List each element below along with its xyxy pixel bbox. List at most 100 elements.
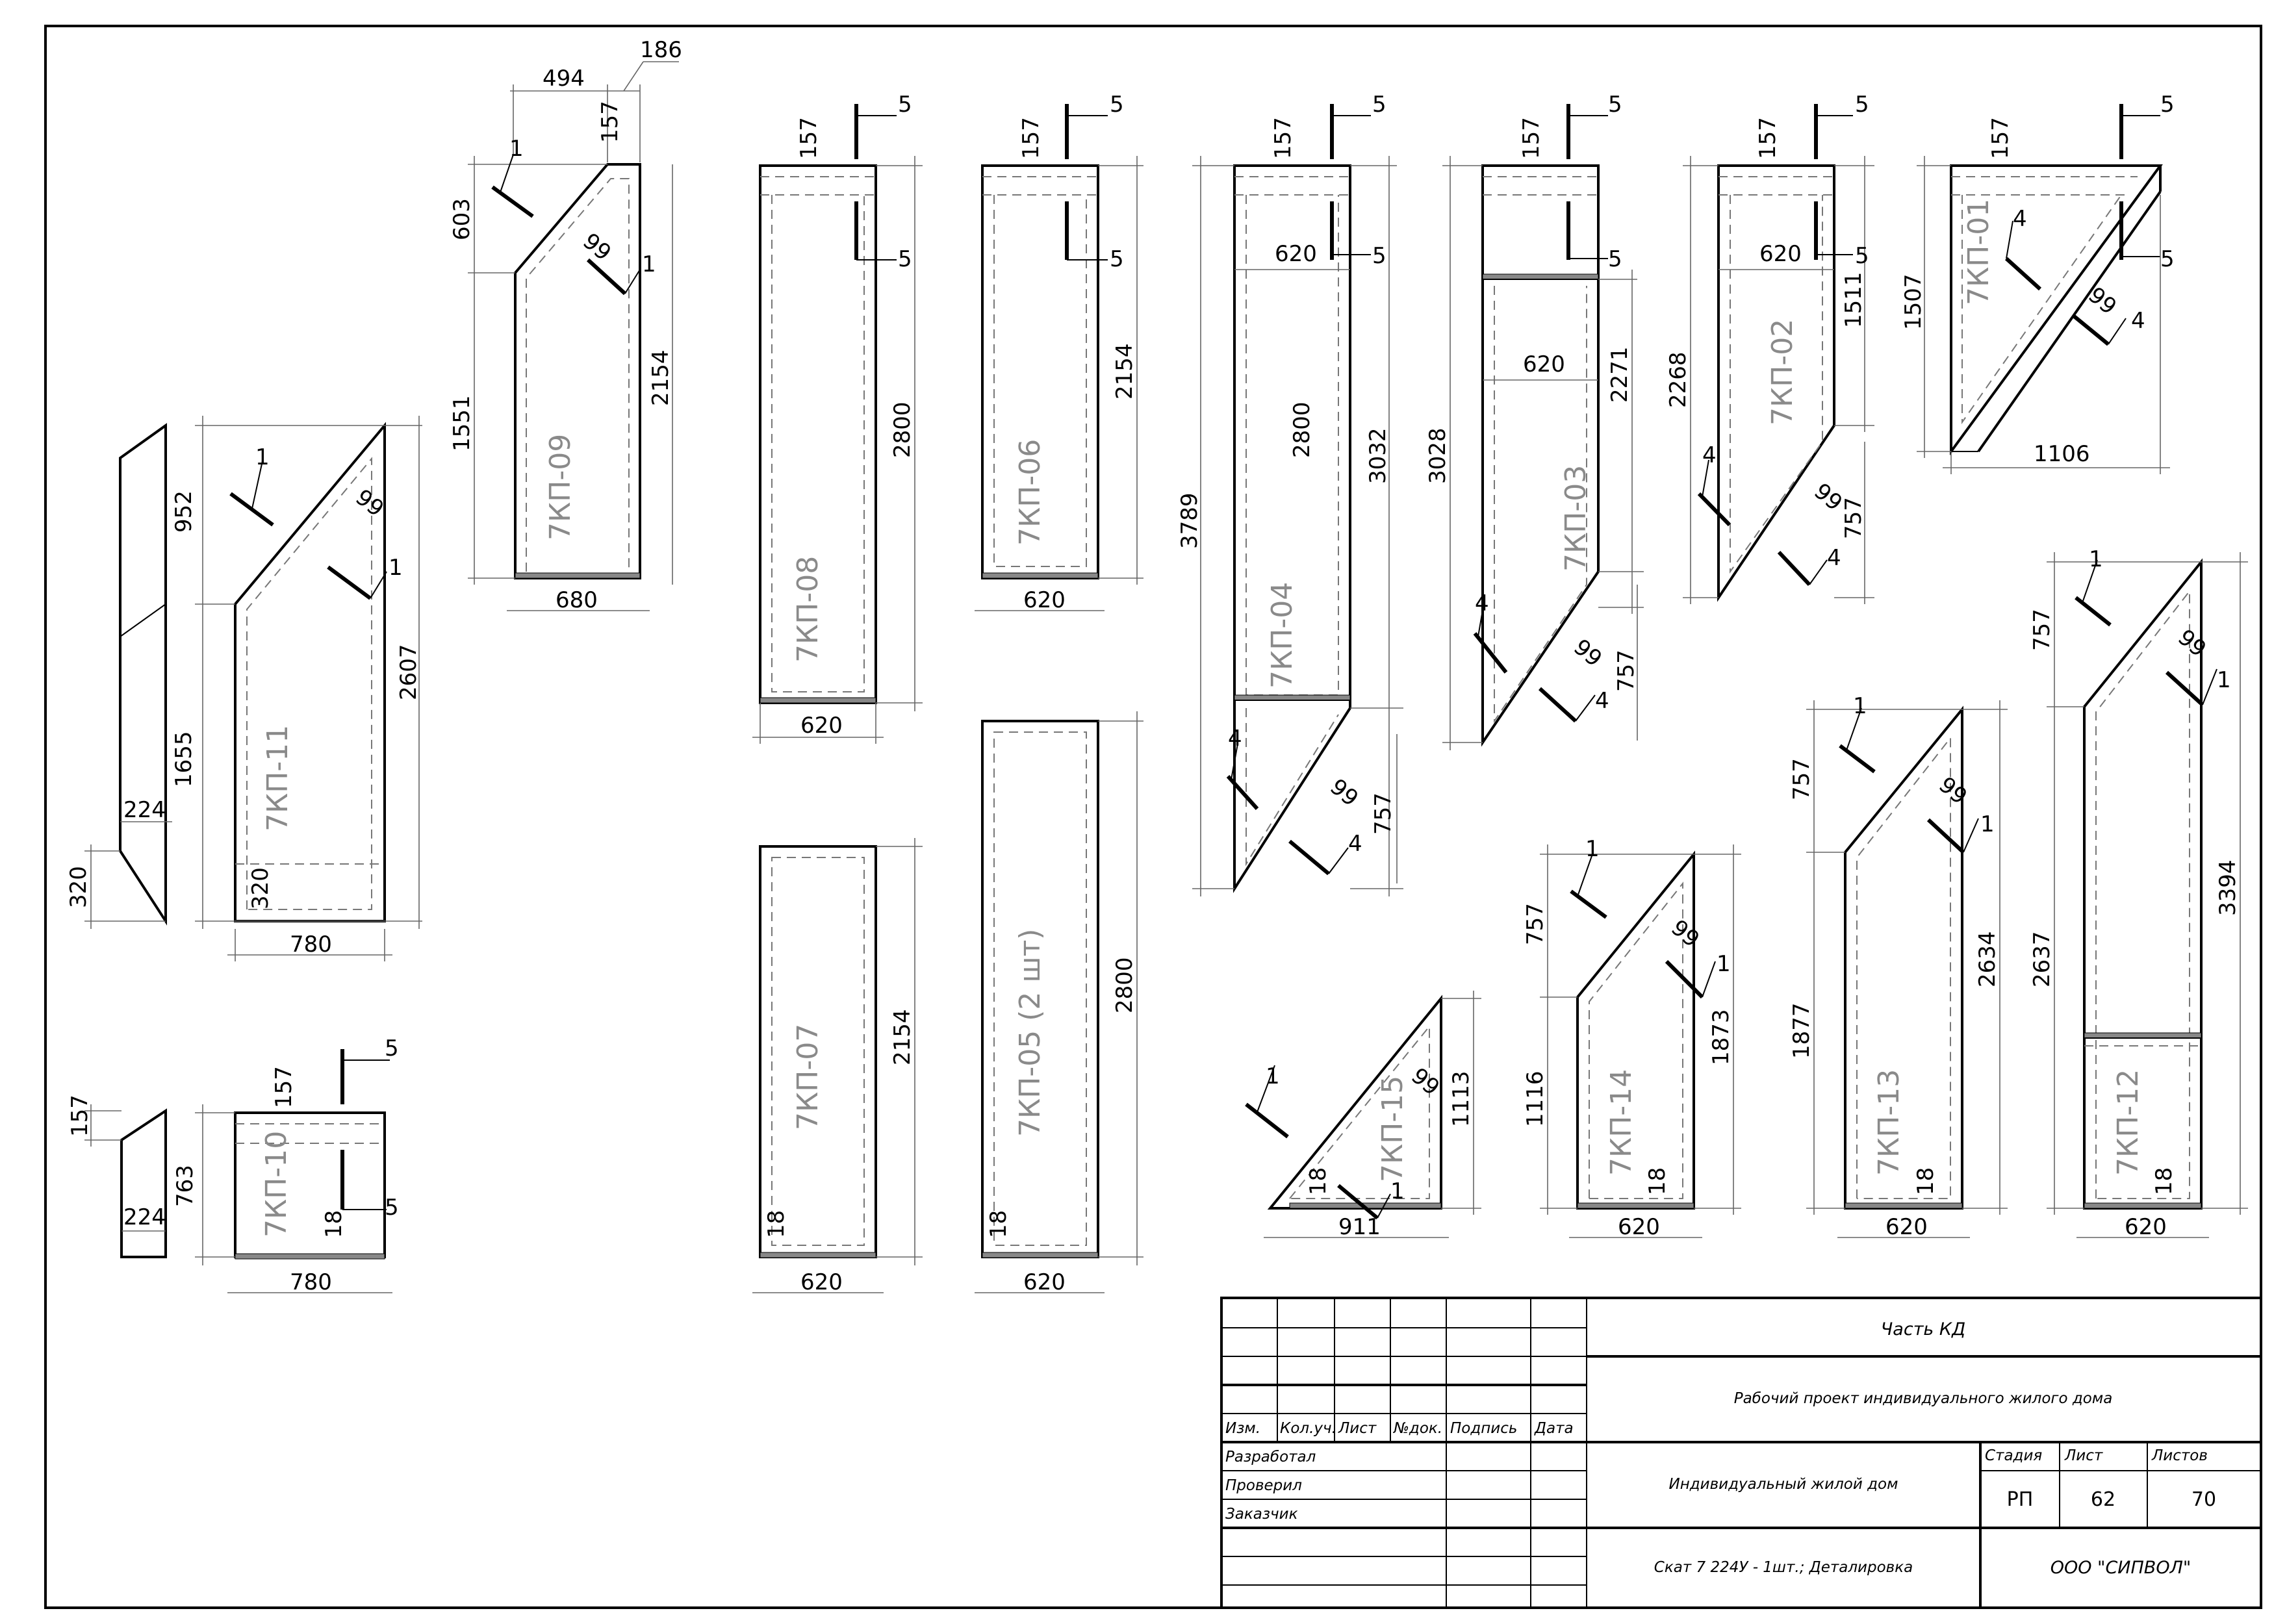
mark-5: 5 xyxy=(1855,92,1869,118)
mark-5: 5 xyxy=(385,1035,399,1061)
dim-603: 603 xyxy=(449,198,475,240)
mark-4: 4 xyxy=(1827,545,1841,571)
mark-5: 5 xyxy=(1372,92,1386,118)
dim-757: 757 xyxy=(1841,497,1867,539)
dim-1507: 1507 xyxy=(1900,273,1926,330)
mark-4: 4 xyxy=(1228,726,1242,752)
panel-7kp-15: 7КП-15 99 18 1113 911 1 1 xyxy=(1245,991,1481,1240)
title-block: Изм. Кол.уч. Лист №док. Подпись Дата Раз… xyxy=(1220,1297,2262,1609)
dim-157: 157 xyxy=(1518,117,1544,159)
dim-620: 620 xyxy=(2125,1214,2167,1240)
dim-224: 224 xyxy=(123,797,166,823)
col-kol-uch: Кол.уч. xyxy=(1280,1420,1336,1437)
role-customer: Заказчик xyxy=(1225,1506,1298,1523)
panel-7kp-05: 7КП-05 (2 шт) 2800 18 620 xyxy=(975,711,1143,1295)
dim-320: 320 xyxy=(248,867,274,909)
sheet-frame xyxy=(44,25,2262,1609)
mark-1: 1 xyxy=(255,444,270,470)
dim-620: 620 xyxy=(800,1269,843,1295)
panel-7kp-14: 7КП-14 99 18 757 1116 1873 620 1 1 xyxy=(1522,836,1741,1240)
mark-1: 1 xyxy=(2089,546,2103,572)
sheet-label: Лист xyxy=(2064,1447,2103,1464)
label-7kp-08: 7КП-08 xyxy=(791,556,824,663)
dim-2268: 2268 xyxy=(1665,351,1691,408)
dim-1511: 1511 xyxy=(1841,272,1867,328)
sheet-value: 62 xyxy=(2091,1488,2115,1511)
dim-157: 157 xyxy=(271,1066,297,1108)
dim-494: 494 xyxy=(543,66,585,92)
label-7kp-05: 7КП-05 (2 шт) xyxy=(1014,929,1047,1137)
dim-99: 99 xyxy=(578,228,616,266)
mark-1: 1 xyxy=(1853,693,1867,719)
dim-620: 620 xyxy=(1023,587,1066,613)
mark-4: 4 xyxy=(1475,590,1489,616)
panel-7kp-12: 7КП-12 99 18 757 2637 3394 620 1 1 xyxy=(2029,546,2248,1240)
dim-18: 18 xyxy=(763,1210,789,1238)
panel-7kp-11: 7КП-11 99 952 1655 2607 320 780 1 1 xyxy=(171,416,422,961)
dim-2154: 2154 xyxy=(889,1009,915,1065)
dim-99: 99 xyxy=(1568,634,1607,672)
dim-620: 620 xyxy=(1618,1214,1660,1240)
dim-157: 157 xyxy=(1755,117,1781,159)
dim-99: 99 xyxy=(1934,772,1972,809)
mark-4: 4 xyxy=(1595,688,1609,714)
mark-1: 1 xyxy=(2217,667,2231,693)
panel-7kp-07: 7КП-07 2154 18 620 xyxy=(752,838,923,1295)
dim-780: 780 xyxy=(290,932,332,958)
col-list: Лист xyxy=(1338,1420,1377,1437)
dim-18: 18 xyxy=(321,1210,347,1238)
dim-157: 157 xyxy=(1270,117,1296,159)
panel-7kp-08: 7КП-08 157 2800 620 5 5 xyxy=(752,92,923,744)
dim-2607: 2607 xyxy=(396,644,422,700)
dim-157: 157 xyxy=(1987,117,2013,159)
dim-757: 757 xyxy=(1613,650,1639,692)
dim-620: 620 xyxy=(1023,1269,1066,1295)
panel-7kp-04: 7КП-04 157 620 2800 3032 3789 757 99 5 5… xyxy=(1177,92,1403,896)
dim-224: 224 xyxy=(123,1204,166,1230)
dim-757: 757 xyxy=(1370,793,1396,835)
mark-5: 5 xyxy=(385,1195,399,1221)
dim-186: 186 xyxy=(640,37,682,63)
dim-2154: 2154 xyxy=(1112,343,1138,400)
dim-2800: 2800 xyxy=(889,401,915,458)
label-7kp-13: 7КП-13 xyxy=(1872,1069,1906,1176)
dim-99: 99 xyxy=(1406,1063,1444,1100)
mark-5: 5 xyxy=(2160,246,2175,272)
dim-2637: 2637 xyxy=(2029,931,2055,987)
mark-5: 5 xyxy=(1855,243,1869,269)
part-label: Часть КД xyxy=(1881,1319,1965,1339)
dim-99: 99 xyxy=(1666,915,1704,952)
dim-18: 18 xyxy=(986,1210,1012,1238)
dim-157: 157 xyxy=(597,101,623,143)
label-7kp-15: 7КП-15 xyxy=(1376,1076,1409,1182)
dim-3028: 3028 xyxy=(1425,427,1451,484)
mark-1: 1 xyxy=(1390,1178,1405,1204)
panel-7kp-10: 7КП-10 157 18 763 780 5 5 xyxy=(172,1035,399,1295)
panel-7kp-13: 7КП-13 99 18 757 1877 2634 620 1 1 xyxy=(1789,693,2008,1240)
col-data: Дата xyxy=(1534,1420,1574,1437)
dim-3032: 3032 xyxy=(1365,427,1391,484)
panel-7kp-06: 7КП-06 157 2154 620 5 5 xyxy=(975,92,1143,613)
stage-label: Стадия xyxy=(1985,1447,2042,1464)
mark-5: 5 xyxy=(1608,246,1622,272)
company-name: ООО "СИПВОЛ" xyxy=(2050,1558,2191,1578)
col-izm: Изм. xyxy=(1225,1420,1260,1437)
mark-1: 1 xyxy=(509,136,524,162)
dim-2800: 2800 xyxy=(1112,957,1138,1013)
dim-3789: 3789 xyxy=(1177,492,1203,549)
sheets-label: Листов xyxy=(2151,1447,2208,1464)
project-title: Рабочий проект индивидуального жилого до… xyxy=(1734,1390,2113,1407)
label-7kp-01: 7КП-01 xyxy=(1962,199,1995,305)
mark-1: 1 xyxy=(1980,811,1995,837)
dim-157: 157 xyxy=(1018,117,1044,159)
mark-5: 5 xyxy=(898,92,912,118)
dim-1551: 1551 xyxy=(449,395,475,451)
label-7kp-02: 7КП-02 xyxy=(1766,319,1799,425)
mark-1: 1 xyxy=(1585,836,1600,862)
mark-4: 4 xyxy=(2131,308,2145,334)
dim-2154: 2154 xyxy=(648,349,674,406)
mark-5: 5 xyxy=(1372,243,1386,269)
mark-5: 5 xyxy=(1608,92,1622,118)
mark-4: 4 xyxy=(2013,206,2027,232)
dim-952: 952 xyxy=(171,490,197,533)
